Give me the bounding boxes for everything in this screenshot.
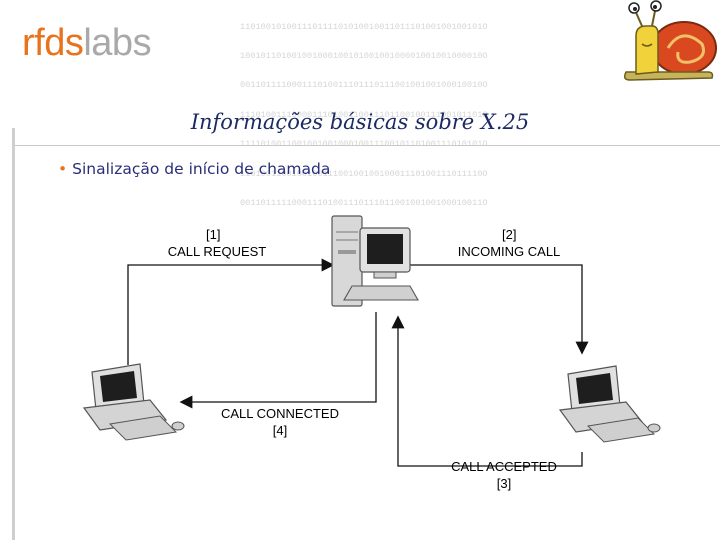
arrow-call-connected	[179, 312, 377, 409]
arrow-incoming-call	[405, 264, 589, 355]
step-text: CALL ACCEPTED	[451, 459, 557, 474]
binary-line: 0011011111000111010011101110110010010010…	[240, 197, 488, 208]
step-text: INCOMING CALL	[457, 244, 561, 259]
binary-line: 1001011010010010001001010010010000100100…	[240, 50, 488, 61]
step-text: CALL CONNECTED	[221, 406, 339, 421]
binary-line: 1101001100100100111001001001000111010011…	[240, 168, 488, 179]
client-computer-left-icon	[82, 363, 185, 441]
server-computer-icon	[331, 215, 419, 307]
snail-mascot-icon	[623, 0, 717, 81]
step-text: CALL REQUEST	[167, 244, 267, 259]
binary-line: 0011011110001110100111011101110010010010…	[240, 80, 488, 91]
label-call-connected: CALL CONNECTED [4]	[206, 405, 354, 439]
rfdslabs-logo: rfdslabs	[22, 22, 152, 65]
binary-line: 1111010011001001001000100111001011010011…	[240, 139, 608, 150]
label-incoming-call: [2] INCOMING CALL	[446, 226, 572, 260]
step-number: [3]	[496, 476, 512, 491]
bullet-item: •Sinalização de início de chamada	[58, 160, 330, 178]
label-call-accepted: CALL ACCEPTED [3]	[438, 458, 570, 492]
logo-rfds: rfds	[22, 22, 84, 64]
step-number: [2]	[502, 227, 517, 242]
step-number: [1]	[206, 227, 221, 242]
label-call-request: [1] CALL REQUEST	[152, 226, 282, 260]
left-margin-rule	[12, 128, 15, 540]
title-divider	[12, 145, 720, 146]
bullet-dot-icon: •	[58, 160, 68, 178]
step-number: [4]	[272, 423, 288, 438]
slide-title: Informações básicas sobre X.25	[190, 110, 530, 134]
arrow-call-request	[127, 258, 335, 365]
binary-background: 1101001010011101111010100100110111010010…	[240, 3, 608, 219]
logo-labs: labs	[83, 22, 152, 64]
bullet-text: Sinalização de início de chamada	[72, 160, 331, 178]
binary-line: 1110100111000011101001100111011001001110…	[240, 109, 488, 120]
binary-line: 1101001010011101111010100100110111010010…	[240, 21, 488, 32]
arrow-call-accepted	[391, 315, 583, 467]
client-computer-right-icon	[558, 365, 661, 443]
